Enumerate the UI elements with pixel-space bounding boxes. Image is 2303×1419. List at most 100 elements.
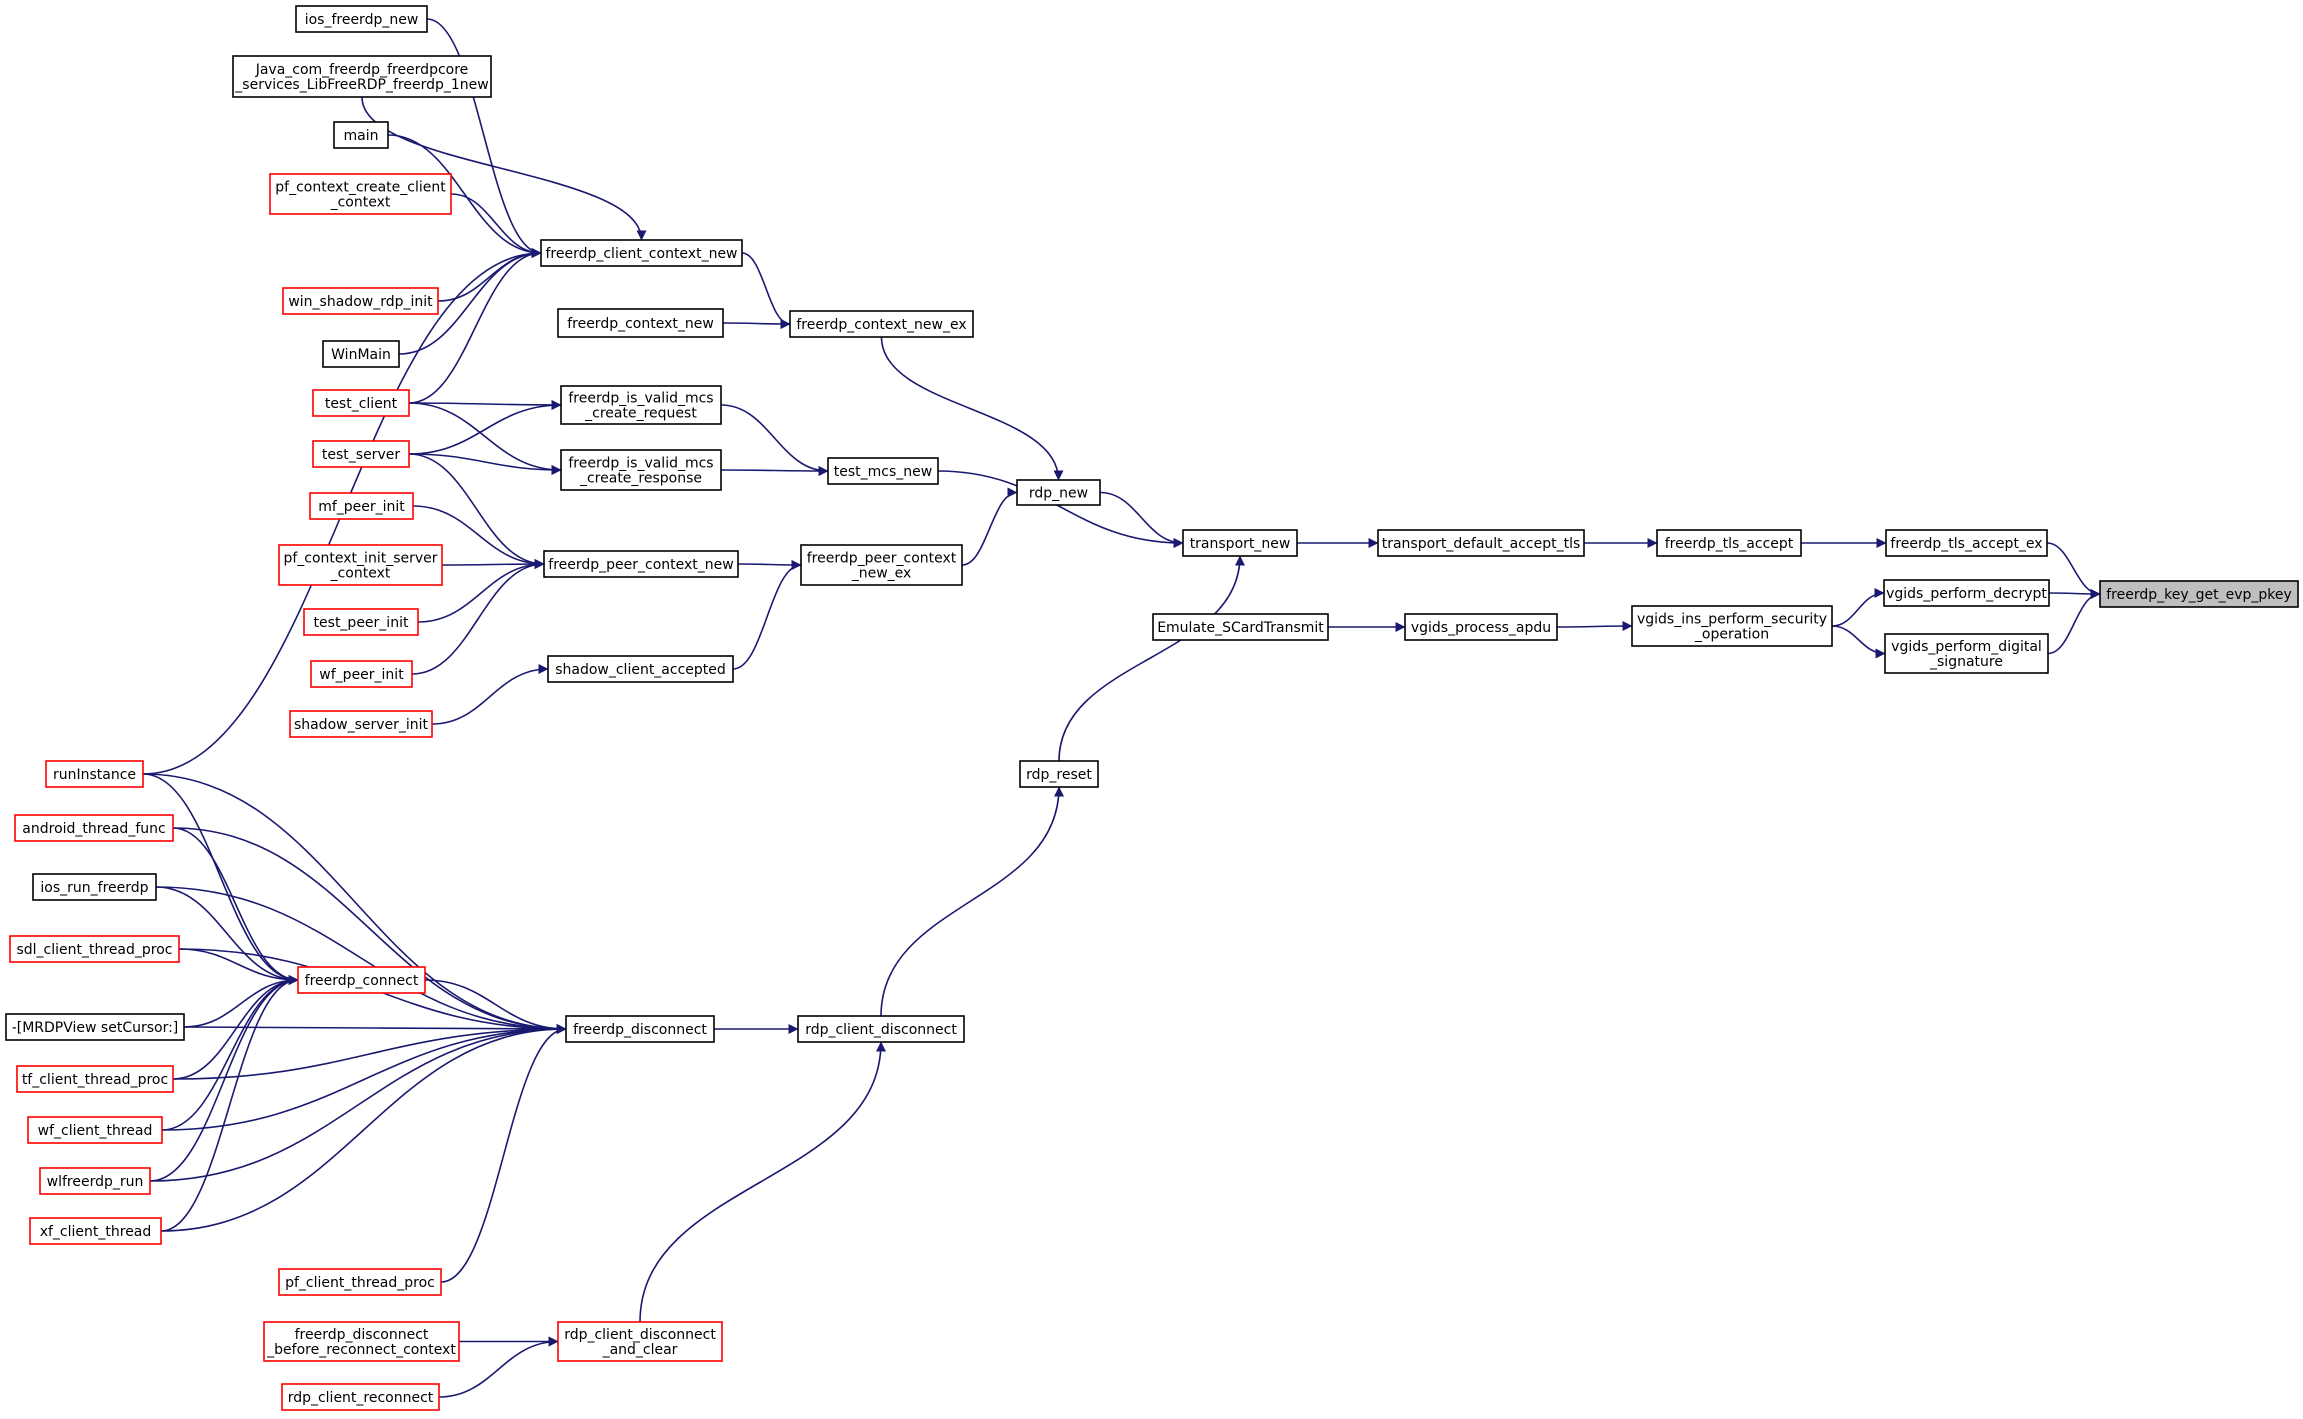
- node-sdl-client-thread-proc[interactable]: sdl_client_thread_proc: [9, 935, 180, 963]
- node-box[interactable]: [547, 655, 734, 683]
- node-box[interactable]: [322, 340, 400, 368]
- node-box[interactable]: [565, 1015, 715, 1043]
- node-box[interactable]: [232, 55, 492, 98]
- node-vgids-process-apdu[interactable]: vgids_process_apdu: [1404, 613, 1558, 641]
- node-box[interactable]: [14, 814, 174, 842]
- node-emulate-scardtransmit[interactable]: Emulate_SCardTransmit: [1152, 613, 1329, 641]
- node-box[interactable]: [797, 1015, 965, 1043]
- node-box[interactable]: [289, 710, 433, 738]
- node-box[interactable]: [45, 760, 144, 788]
- node-test-server[interactable]: test_server: [312, 440, 410, 468]
- node-box[interactable]: [295, 5, 428, 33]
- node-main[interactable]: main: [333, 121, 389, 149]
- node-freerdp-tls-accept-ex[interactable]: freerdp_tls_accept_ex: [1885, 529, 2048, 557]
- node-box[interactable]: [557, 308, 724, 338]
- node-box[interactable]: [312, 389, 410, 417]
- node-is-valid-mcs-create-response[interactable]: freerdp_is_valid_mcs_create_response: [560, 449, 722, 491]
- node-box[interactable]: [309, 492, 414, 520]
- node-box[interactable]: [278, 544, 443, 586]
- node-rdp-new[interactable]: rdp_new: [1016, 479, 1101, 506]
- node-win-shadow-rdp-init[interactable]: win_shadow_rdp_init: [282, 287, 439, 315]
- node-test-client[interactable]: test_client: [312, 389, 410, 417]
- node-rdp-reset[interactable]: rdp_reset: [1019, 760, 1099, 788]
- node-pf-context-create-client-context[interactable]: pf_context_create_client_context: [269, 173, 452, 215]
- node-rdp-client-disconnect[interactable]: rdp_client_disconnect: [797, 1015, 965, 1043]
- node-box[interactable]: [312, 440, 410, 468]
- node-box[interactable]: [800, 544, 963, 586]
- node-box[interactable]: [29, 1217, 162, 1245]
- node-ios-freerdp-new[interactable]: ios_freerdp_new: [295, 5, 428, 33]
- node-runinstance[interactable]: runInstance: [45, 760, 144, 788]
- node-box[interactable]: [297, 966, 426, 994]
- node-is-valid-mcs-create-request[interactable]: freerdp_is_valid_mcs_create_request: [560, 385, 722, 425]
- node-box[interactable]: [333, 121, 389, 149]
- node-box[interactable]: [540, 239, 743, 267]
- node-box[interactable]: [1377, 529, 1585, 557]
- node-box[interactable]: [543, 550, 739, 578]
- node-box[interactable]: [32, 873, 157, 901]
- node-mf-peer-init[interactable]: mf_peer_init: [309, 492, 414, 520]
- node-freerdp-peer-context-new-ex[interactable]: freerdp_peer_context_new_ex: [800, 544, 963, 586]
- node-vgids-perform-decrypt[interactable]: vgids_perform_decrypt: [1883, 579, 2050, 607]
- node-wf-client-thread[interactable]: wf_client_thread: [27, 1116, 163, 1144]
- node-box[interactable]: [303, 608, 419, 636]
- node-rdp-client-disconnect-and-clear[interactable]: rdp_client_disconnect_and_clear: [557, 1321, 723, 1362]
- node-freerdp-connect[interactable]: freerdp_connect: [297, 966, 426, 994]
- node-box[interactable]: [282, 287, 439, 315]
- node-box[interactable]: [281, 1383, 440, 1411]
- node-box[interactable]: [1404, 613, 1558, 641]
- node-transport-new[interactable]: transport_new: [1182, 529, 1298, 557]
- node-wf-peer-init[interactable]: wf_peer_init: [310, 660, 413, 688]
- node-box[interactable]: [278, 1268, 442, 1296]
- node-box[interactable]: [16, 1065, 174, 1093]
- node-box[interactable]: [27, 1116, 163, 1144]
- node-freerdp-key-get-evp-pkey[interactable]: freerdp_key_get_evp_pkey: [2099, 580, 2299, 608]
- node-vgids-ins-perform-security-operation[interactable]: vgids_ins_perform_security_operation: [1631, 605, 1833, 647]
- node-box[interactable]: [1883, 579, 2050, 607]
- node-ios-run-freerdp[interactable]: ios_run_freerdp: [32, 873, 157, 901]
- node-freerdp-disconnect[interactable]: freerdp_disconnect: [565, 1015, 715, 1043]
- node-box[interactable]: [2099, 580, 2299, 608]
- node-box[interactable]: [560, 449, 722, 491]
- node-box[interactable]: [789, 310, 974, 338]
- node-box[interactable]: [310, 660, 413, 688]
- node-box[interactable]: [263, 1321, 460, 1362]
- node-freerdp-context-new[interactable]: freerdp_context_new: [557, 308, 724, 338]
- node-freerdp-peer-context-new[interactable]: freerdp_peer_context_new: [543, 550, 739, 578]
- node-box[interactable]: [1182, 529, 1298, 557]
- node-freerdp-tls-accept[interactable]: freerdp_tls_accept: [1656, 529, 1802, 557]
- node-box[interactable]: [1631, 605, 1833, 647]
- node-box[interactable]: [9, 935, 180, 963]
- node-transport-default-accept-tls[interactable]: transport_default_accept_tls: [1377, 529, 1585, 557]
- node-winmain[interactable]: WinMain: [322, 340, 400, 368]
- node-rdp-client-reconnect[interactable]: rdp_client_reconnect: [281, 1383, 440, 1411]
- node-box[interactable]: [1656, 529, 1802, 557]
- node-android-thread-func[interactable]: android_thread_func: [14, 814, 174, 842]
- node-box[interactable]: [1884, 633, 2049, 674]
- node-box[interactable]: [1885, 529, 2048, 557]
- node-shadow-server-init[interactable]: shadow_server_init: [289, 710, 433, 738]
- node-shadow-client-accepted[interactable]: shadow_client_accepted: [547, 655, 734, 683]
- node-freerdp-context-new-ex[interactable]: freerdp_context_new_ex: [789, 310, 974, 338]
- node-freerdp-client-context-new[interactable]: freerdp_client_context_new: [540, 239, 743, 267]
- node-test-peer-init[interactable]: test_peer_init: [303, 608, 419, 636]
- node-freerdp-disconnect-before-reconnect-context[interactable]: freerdp_disconnect_before_reconnect_cont…: [263, 1321, 460, 1362]
- node-vgids-perform-digital-signature[interactable]: vgids_perform_digital_signature: [1884, 633, 2049, 674]
- node-box[interactable]: [1016, 479, 1101, 506]
- node-xf-client-thread[interactable]: xf_client_thread: [29, 1217, 162, 1245]
- node-tf-client-thread-proc[interactable]: tf_client_thread_proc: [16, 1065, 174, 1093]
- node-box[interactable]: [39, 1167, 151, 1195]
- node-box[interactable]: [557, 1321, 723, 1362]
- node-test-mcs-new[interactable]: test_mcs_new: [827, 457, 939, 485]
- node-java-freerdp-new[interactable]: Java_com_freerdp_freerdpcore_services_Li…: [232, 55, 492, 98]
- node-pf-client-thread-proc[interactable]: pf_client_thread_proc: [278, 1268, 442, 1296]
- node-pf-context-init-server-context[interactable]: pf_context_init_server_context: [278, 544, 443, 586]
- node-mrdpview-setcursor[interactable]: -[MRDPView setCursor:]: [5, 1013, 185, 1041]
- node-box[interactable]: [269, 173, 452, 215]
- node-box[interactable]: [827, 457, 939, 485]
- node-box[interactable]: [560, 385, 722, 425]
- node-box[interactable]: [5, 1013, 185, 1041]
- node-box[interactable]: [1152, 613, 1329, 641]
- node-box[interactable]: [1019, 760, 1099, 788]
- node-wlfreerdp-run[interactable]: wlfreerdp_run: [39, 1167, 151, 1195]
